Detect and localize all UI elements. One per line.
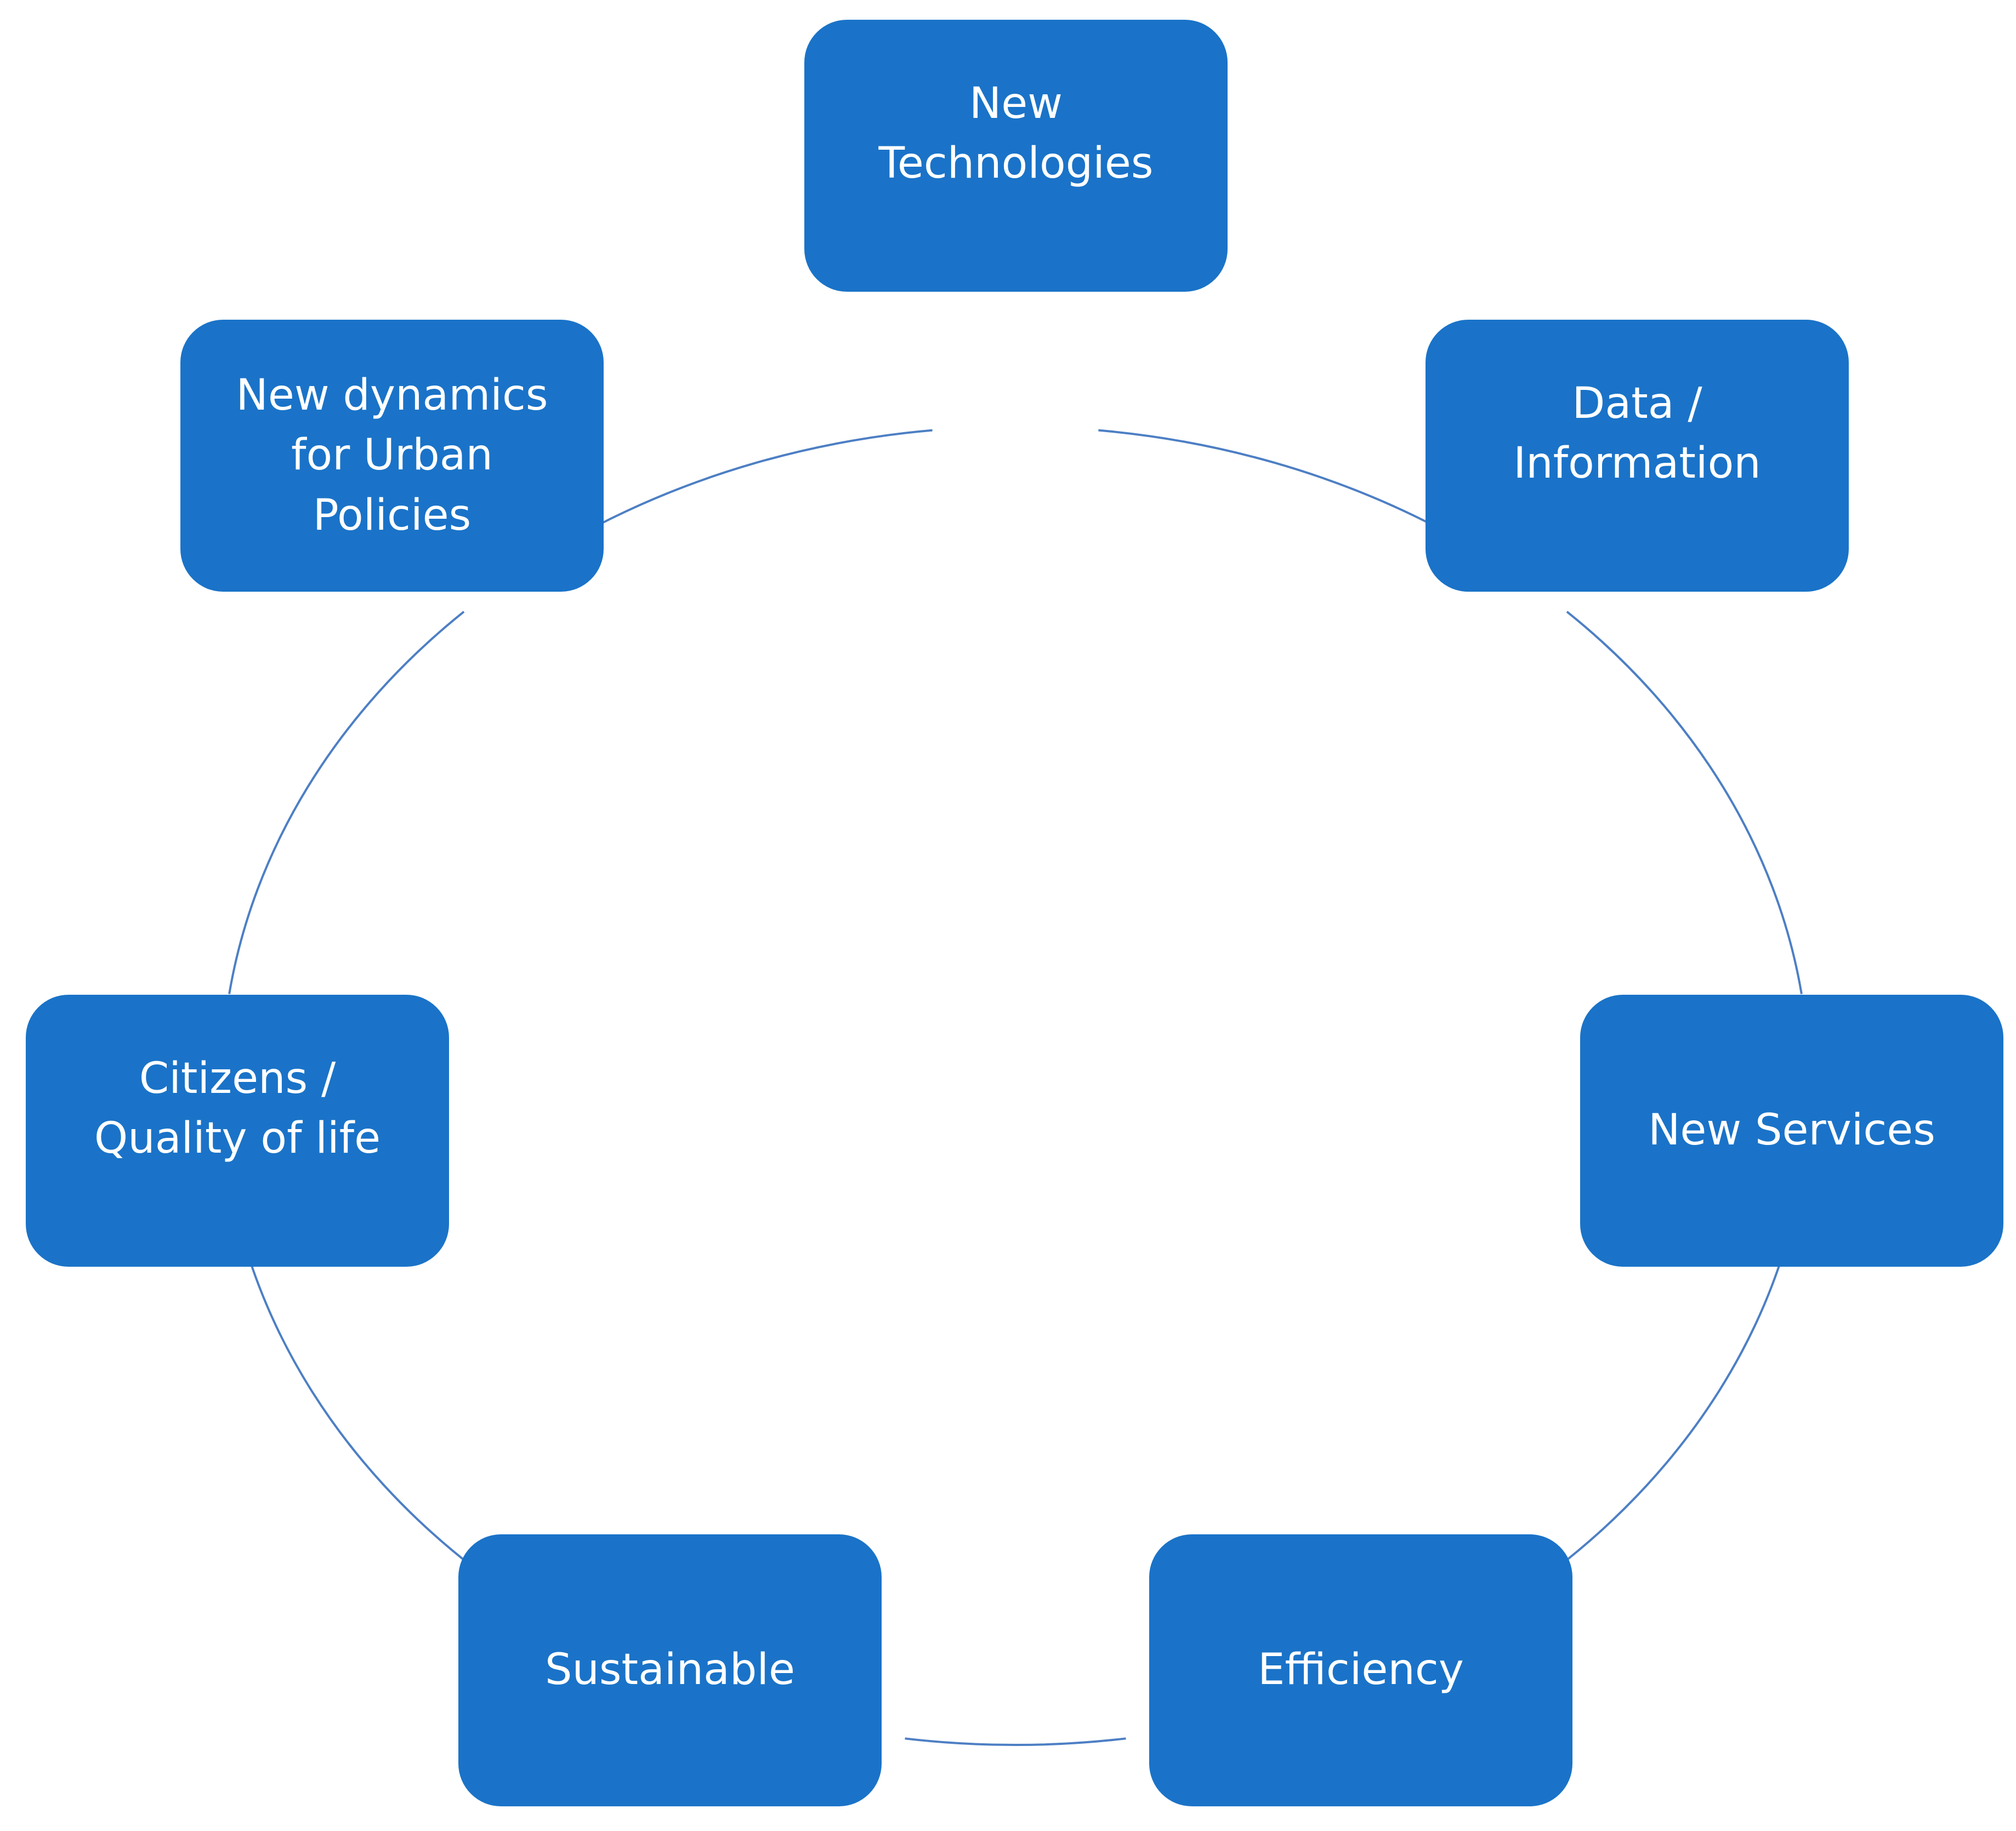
node-citizens-quality-of-life: Citizens / Quality of life xyxy=(26,995,449,1267)
node-label-new-technologies: New Technologies xyxy=(878,78,1154,188)
node-label-new-services: New Services xyxy=(1648,1106,1935,1155)
node-new-dynamics-urban-policies: New dynamics for Urban Policies xyxy=(180,320,604,592)
node-efficiency: Efficiency xyxy=(1149,1534,1572,1806)
node-new-technologies: New Technologies xyxy=(804,20,1228,292)
connector-arc-dynamics-technologies xyxy=(594,429,933,528)
node-label-new-dynamics-urban-policies: New dynamics for Urban Policies xyxy=(236,371,548,540)
node-sustainable: Sustainable xyxy=(458,1534,882,1806)
node-data-information: Data / Information xyxy=(1426,320,1849,592)
node-new-services: New Services xyxy=(1580,995,2003,1267)
node-label-efficiency: Efficiency xyxy=(1258,1645,1464,1695)
connector-arc-data-services xyxy=(1566,610,1803,995)
node-label-sustainable: Sustainable xyxy=(544,1645,796,1695)
node-label-data-information: Data / Information xyxy=(1513,378,1761,488)
node-label-citizens-quality-of-life: Citizens / Quality of life xyxy=(94,1053,381,1163)
connector-ring xyxy=(228,429,1803,1746)
connector-arc-technologies-data xyxy=(1098,429,1437,528)
connector-arc-efficiency-sustainable xyxy=(905,1737,1126,1746)
connector-arc-citizens-dynamics xyxy=(228,610,465,995)
